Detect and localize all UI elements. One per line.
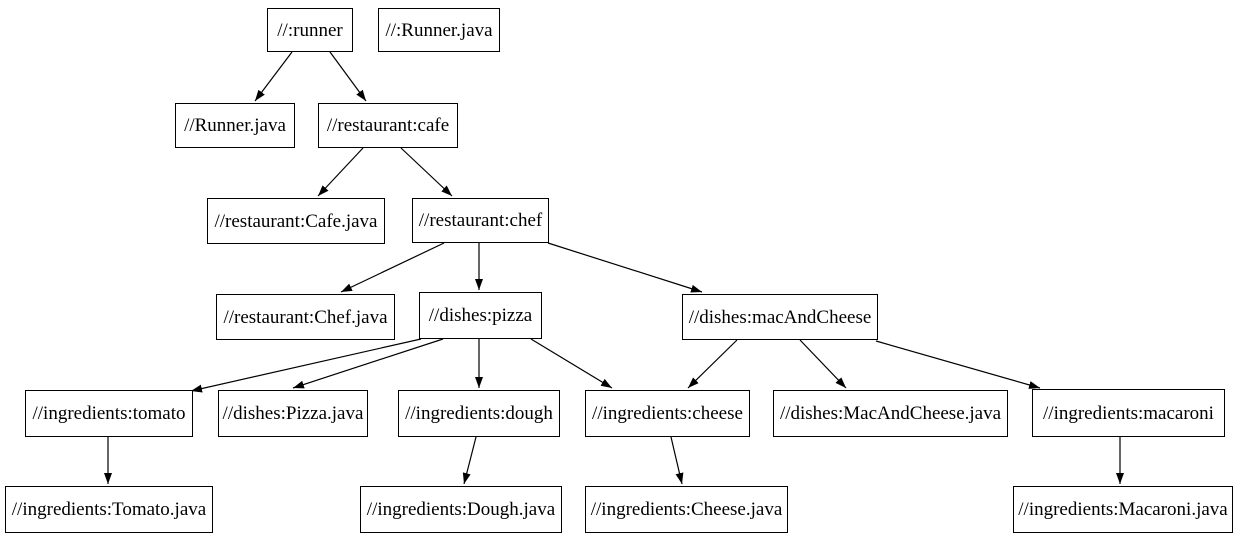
graph-node-macaroni-java: //ingredients:Macaroni.java: [1013, 486, 1233, 533]
edge-cheese-to-cheese-java: [670, 436, 684, 485]
edge-mac-and-cheese-to-macaroni: [875, 340, 1041, 389]
edge-chef-to-mac-and-cheese: [547, 242, 703, 293]
graph-node-cheese: //ingredients:cheese: [585, 390, 750, 437]
graph-node-pizza-java: //dishes:Pizza.java: [218, 390, 368, 437]
edge-pizza-to-cheese: [530, 338, 613, 389]
edge-runner-to-runner-java: [254, 51, 293, 102]
edge-pizza-to-pizza-java: [292, 338, 444, 389]
edge-cafe-to-cafe-java: [317, 147, 364, 197]
edge-cafe-to-chef: [400, 147, 453, 197]
edge-mac-and-cheese-to-mac-and-cheese-java: [799, 339, 847, 389]
graph-node-mac-and-cheese: //dishes:macAndCheese: [682, 294, 878, 340]
graph-node-mac-and-cheese-java: //dishes:MacAndCheese.java: [773, 390, 1008, 437]
graph-node-cheese-java: //ingredients:Cheese.java: [585, 486, 788, 533]
graph-node-dough-java: //ingredients:Dough.java: [360, 486, 562, 533]
edge-runner-to-cafe: [329, 51, 367, 102]
graph-node-tomato-java: //ingredients:Tomato.java: [5, 486, 213, 533]
graph-node-chef-java: //restaurant:Chef.java: [216, 294, 395, 340]
graph-node-pizza: //dishes:pizza: [419, 292, 542, 339]
edge-pizza-to-tomato: [190, 338, 422, 393]
edge-mac-and-cheese-to-cheese: [687, 339, 738, 389]
graph-node-runner: //:runner: [267, 8, 353, 52]
edge-chef-to-chef-java: [340, 242, 445, 293]
graph-node-runner-java: //Runner.java: [175, 103, 295, 148]
graph-node-macaroni: //ingredients:macaroni: [1032, 389, 1225, 437]
graph-node-runner-java-target: //:Runner.java: [378, 8, 500, 52]
edge-dough-to-dough-java: [462, 436, 477, 485]
graph-node-chef: //restaurant:chef: [412, 198, 549, 243]
graph-node-cafe: //restaurant:cafe: [318, 103, 458, 148]
graph-node-dough: //ingredients:dough: [398, 390, 560, 437]
graph-node-cafe-java: //restaurant:Cafe.java: [207, 198, 385, 244]
graph-node-tomato: //ingredients:tomato: [25, 390, 193, 437]
